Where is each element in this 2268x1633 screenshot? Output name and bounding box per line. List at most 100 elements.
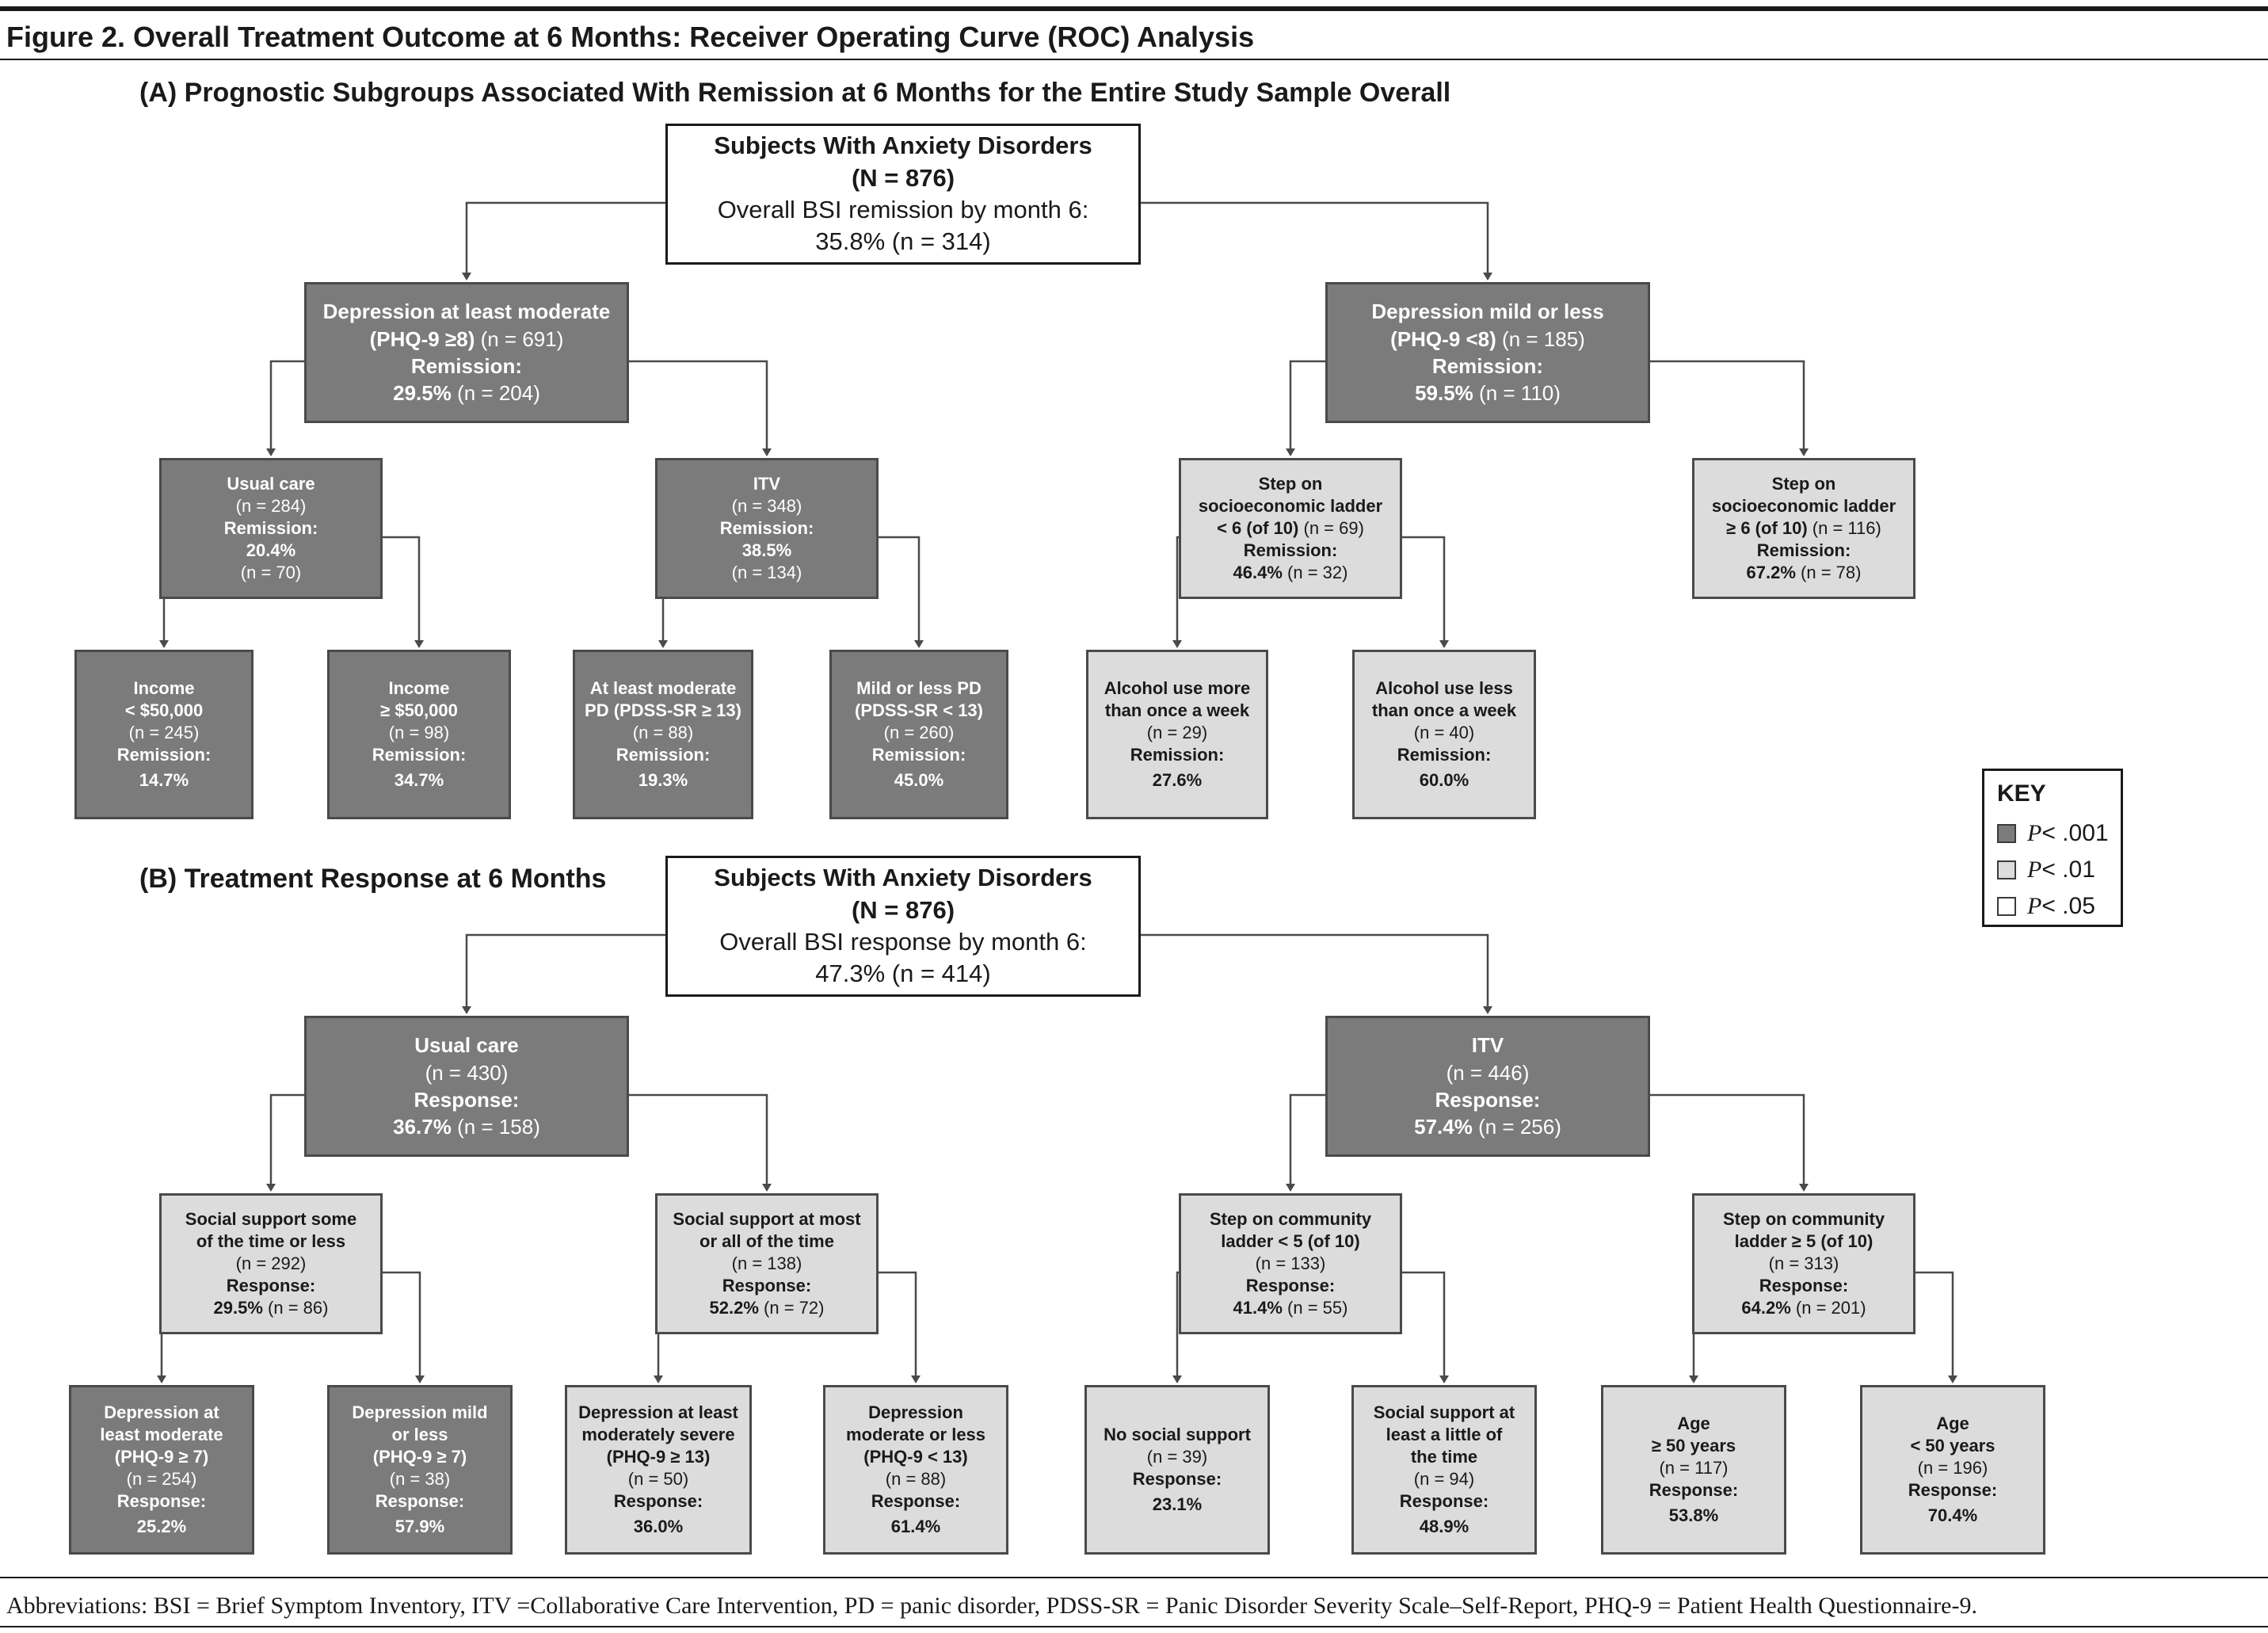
node-line: 47.3% (n = 414) (815, 960, 991, 988)
node-line: 36.0% (633, 1517, 684, 1537)
node-b-age-ge50: Age≥ 50 years(n = 117)Response:53.8% (1601, 1385, 1786, 1555)
node-line: Response: (375, 1491, 465, 1512)
node-line: Response: (1759, 1276, 1849, 1296)
node-line: Response: (226, 1276, 316, 1296)
arrowhead (762, 448, 772, 456)
connector-b_comm_lt5-b_nosocial (1176, 1271, 1179, 1382)
node-line: Remission: (1431, 354, 1544, 378)
node-line: Remission: (1756, 540, 1851, 561)
arrowhead (266, 1184, 276, 1192)
node-line: Overall BSI remission by month 6: (717, 196, 1089, 223)
node-line: (n = 117) (1659, 1457, 1729, 1478)
node-line: Depression (868, 1402, 963, 1422)
panel-a-title: (A) Prognostic Subgroups Associated With… (139, 78, 1451, 108)
node-line: 70.4% (1927, 1505, 1978, 1526)
connector-b_root-b_usual (465, 933, 665, 1013)
node-line: 14.7% (139, 770, 189, 791)
node-line: (n = 348) (731, 495, 802, 516)
node-line: (PHQ-9 ≥ 13) (606, 1446, 711, 1467)
node-line: Alcohol use less (1375, 677, 1513, 698)
connector-b_ss_some-b_dep2 (383, 1271, 421, 1382)
node-a-pd-mild: Mild or less PD(PDSS-SR < 13)(n = 260)Re… (829, 650, 1008, 819)
connector-a_root-a_dep_mild (1141, 201, 1489, 279)
node-line: 53.8% (1668, 1505, 1719, 1526)
node-line: (n = 88) (632, 722, 694, 742)
node-line: Response: (1649, 1480, 1739, 1501)
node-line: of the time or less (196, 1230, 346, 1251)
node-line: (n = 430) (425, 1060, 509, 1085)
node-line: 38.5% (741, 540, 792, 561)
node-line: (n = 50) (627, 1469, 689, 1489)
node-line: than once a week (1104, 700, 1250, 720)
node-line: 35.8% (n = 314) (815, 227, 991, 256)
swatch-light (1997, 860, 2016, 879)
node-line: No social support (1104, 1424, 1251, 1444)
arrowhead (462, 1006, 471, 1014)
node-b-nosocial: No social support(n = 39)Response:23.1% (1084, 1385, 1270, 1555)
node-line: (n = 40) (1413, 722, 1475, 742)
connector-a_dep_mild-a_ladder_ge6 (1650, 360, 1805, 455)
key-item-p001: P < .001 (1997, 820, 2109, 847)
node-b-root: Subjects With Anxiety Disorders(N = 876)… (665, 856, 1141, 997)
arrowhead (654, 1375, 663, 1383)
node-a-income-lt: Income< $50,000(n = 245)Remission:14.7% (74, 650, 253, 819)
node-line: Response: (1435, 1088, 1541, 1112)
node-line: Depression at least moderate (322, 300, 611, 324)
arrowhead (762, 1184, 772, 1192)
node-a-itv: ITV(n = 348)Remission:38.5%(n = 134) (655, 458, 879, 599)
node-line: Remission: (223, 517, 318, 538)
node-line: Income (388, 677, 450, 698)
node-line: (n = 134) (731, 563, 802, 583)
connector-b_itv-b_comm_ge5 (1650, 1093, 1805, 1190)
node-line: (n = 88) (885, 1469, 947, 1489)
arrowhead (159, 640, 169, 648)
swatch-white (1997, 897, 2016, 916)
node-line: Usual care (227, 473, 315, 494)
node-line: (PHQ-9 < 13) (863, 1446, 968, 1467)
node-line: Response: (613, 1491, 703, 1512)
node-line: moderate or less (845, 1424, 986, 1444)
node-line: ladder < 5 (of 10) (1221, 1230, 1360, 1251)
node-line: 59.5% (n = 110) (1415, 381, 1561, 406)
node-line: Step on (1771, 473, 1836, 494)
node-line: < $50,000 (124, 700, 204, 720)
key-title: KEY (1997, 780, 2046, 807)
footer-rule-bottom (0, 1626, 2268, 1627)
node-line: socioeconomic ladder (1198, 495, 1383, 516)
node-line: 41.4% (n = 55) (1233, 1298, 1348, 1318)
node-line: ITV (1471, 1033, 1504, 1058)
node-line: or less (391, 1424, 448, 1444)
node-b-usual: Usual care(n = 430)Response:36.7% (n = 1… (304, 1016, 629, 1157)
connector-a_dep_mod-a_itv (629, 360, 768, 455)
node-a-root: Subjects With Anxiety Disorders(N = 876)… (665, 124, 1141, 265)
node-line: 57.9% (395, 1517, 445, 1537)
node-line: (n = 196) (1917, 1457, 1988, 1478)
node-line: (n = 260) (883, 722, 955, 742)
node-line: At least moderate (589, 677, 737, 698)
arrowhead (1799, 448, 1809, 456)
node-line: Mild or less PD (856, 677, 982, 698)
arrowhead (414, 640, 424, 648)
node-line: (n = 313) (1768, 1253, 1839, 1273)
arrowhead (1799, 1184, 1809, 1192)
top-rule (0, 6, 2268, 11)
node-line: Response: (414, 1088, 520, 1112)
node-line: (PDSS-SR < 13) (855, 700, 983, 720)
arrowhead (462, 273, 471, 280)
swatch-dark (1997, 824, 2016, 843)
node-line: Response: (116, 1491, 207, 1512)
arrowhead (1483, 273, 1492, 280)
node-line: Subjects With Anxiety Disorders (714, 132, 1092, 160)
node-line: Remission: (719, 517, 814, 538)
